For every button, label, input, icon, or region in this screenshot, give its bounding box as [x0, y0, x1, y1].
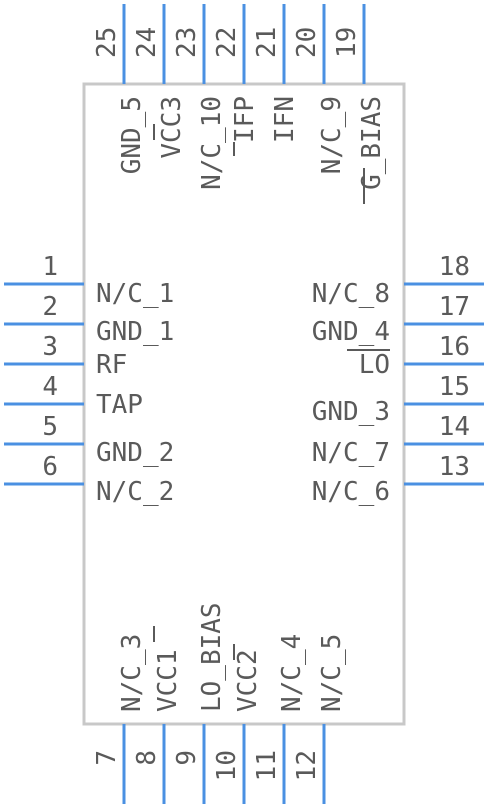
pin-24-number: 24	[132, 27, 162, 58]
pin-22-label: IFP	[230, 96, 260, 143]
pin-6-label: N/C_2	[96, 477, 174, 507]
pin-4-label: TAP	[96, 390, 143, 420]
pin-13-label: N/C_6	[312, 477, 390, 507]
pin-5-number: 5	[42, 412, 58, 442]
pin-25-number: 25	[92, 27, 122, 58]
pin-25-label: GND_5	[117, 96, 147, 174]
pin-2-label: GND_1	[96, 317, 174, 347]
pin-20-number: 20	[292, 27, 322, 58]
pin-1-label: N/C_1	[96, 279, 174, 309]
pin-17-label: GND_4	[312, 317, 390, 347]
pin-9-number: 9	[172, 750, 202, 766]
pin-9-label: LO_BIAS	[197, 602, 227, 712]
pin-7-label: N/C_3	[117, 634, 147, 712]
pin-8-number: 8	[132, 750, 162, 766]
pin-12-label: N/C_5	[317, 634, 347, 712]
bottom-pins: 7 8 9 10 11 12 N/C_3 VCC1 LO_BIAS VCC2 N…	[92, 602, 347, 804]
pin-8-label: VCC1	[153, 649, 183, 712]
right-pins: 13 14 15 16 17 18 N/C_6 N/C_7 GND_3 LO G…	[312, 252, 484, 507]
pin-23-number: 23	[172, 27, 202, 58]
pin-12-number: 12	[292, 750, 322, 781]
pin-14-number: 14	[439, 412, 470, 442]
pin-3-label: RF	[96, 350, 127, 380]
top-pins: 19 20 21 22 23 24 25 G_BIAS N/C_9 IFN IF…	[92, 4, 387, 204]
pin-6-number: 6	[42, 452, 58, 482]
pin-16-label: LO	[359, 350, 390, 380]
pin-22-number: 22	[212, 27, 242, 58]
pin-17-number: 17	[439, 292, 470, 322]
pin-15-label: GND_3	[312, 397, 390, 427]
pin-3-number: 3	[42, 332, 58, 362]
pin-16-number: 16	[439, 332, 470, 362]
pin-7-number: 7	[92, 750, 122, 766]
pin-11-number: 11	[252, 750, 282, 781]
left-pins: 1 2 3 4 5 6 N/C_1 GND_1 RF TAP GND_2 N/C…	[4, 252, 174, 507]
pin-20-label: N/C_9	[317, 96, 347, 174]
pin-24-label: VCC3	[157, 96, 187, 159]
pin-18-label: N/C_8	[312, 279, 390, 309]
pin-4-number: 4	[42, 372, 58, 402]
pin-11-label: N/C_4	[277, 634, 307, 712]
pin-15-number: 15	[439, 372, 470, 402]
pin-21-number: 21	[252, 27, 282, 58]
pin-19-number: 19	[332, 27, 362, 58]
pin-21-label: IFN	[270, 96, 300, 143]
pin-10-label: VCC2	[233, 649, 263, 712]
pin-1-number: 1	[42, 252, 58, 282]
pin-2-number: 2	[42, 292, 58, 322]
pin-14-label: N/C_7	[312, 438, 390, 468]
pin-5-label: GND_2	[96, 438, 174, 468]
pin-23-label: N/C_10	[197, 96, 227, 190]
pin-19-label: G_BIAS	[357, 96, 387, 190]
pin-10-number: 10	[212, 750, 242, 781]
pin-18-number: 18	[439, 252, 470, 282]
pin-13-number: 13	[439, 452, 470, 482]
